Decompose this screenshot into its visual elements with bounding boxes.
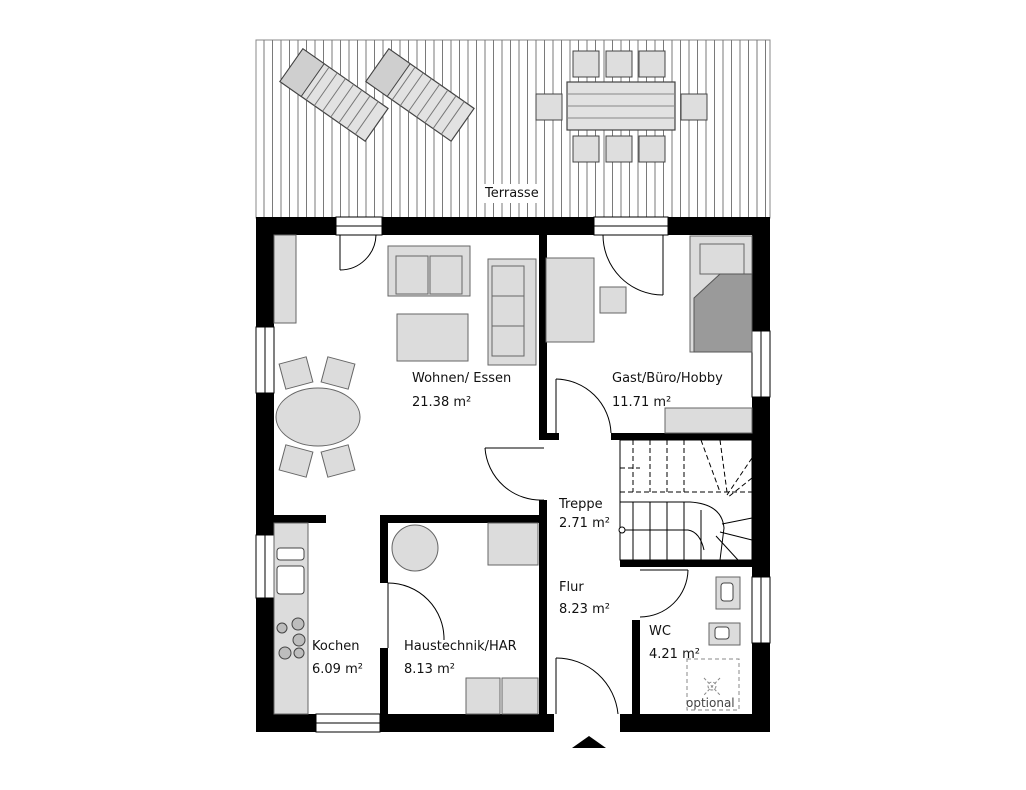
desk: [545, 257, 595, 343]
bed-cover: [693, 273, 753, 353]
desk-chair: [599, 286, 627, 314]
utility-furniture: [391, 522, 539, 715]
coffee-table: [396, 313, 469, 362]
dryer: [501, 677, 539, 715]
terrace-chairs: [535, 50, 708, 163]
wc-name: WC: [649, 624, 671, 639]
wardrobe: [664, 407, 753, 434]
living-furniture: [273, 234, 537, 478]
sun-lounger: [365, 47, 475, 143]
guest-name: Gast/Büro/Hobby: [612, 371, 723, 386]
dining-chairs: [278, 356, 356, 478]
terrace-table: [566, 81, 676, 131]
kitchen-area: 6.09 m²: [312, 662, 363, 677]
armchair-sofa: [487, 258, 537, 366]
utility-name: Haustechnik/HAR: [404, 639, 517, 654]
guest-furniture: [545, 235, 753, 434]
exterior-walls: [256, 217, 770, 732]
entrance-arrow-icon: [572, 736, 606, 748]
shower-icon: [703, 677, 721, 696]
tank: [487, 522, 539, 566]
wc-fixtures: [686, 576, 741, 711]
terrace: Terrasse: [255, 39, 771, 219]
sink-icon: [276, 547, 305, 595]
hall-area: 8.23 m²: [559, 602, 610, 617]
stairs-area: 2.71 m²: [559, 516, 610, 531]
wc-area: 4.21 m²: [649, 647, 700, 662]
living-name: Wohnen/ Essen: [412, 371, 511, 386]
guest-area: 11.71 m²: [612, 395, 671, 410]
cooktop-icon: [276, 617, 306, 660]
utility-area: 8.13 m²: [404, 662, 455, 677]
living-area: 21.38 m²: [412, 395, 471, 410]
sofa: [387, 245, 471, 297]
interior-walls: [274, 235, 752, 714]
terrace-label-bg: [480, 184, 543, 203]
stairs-name: Treppe: [558, 497, 603, 512]
doors: [339, 234, 689, 715]
room-labels: Wohnen/ Essen 21.38 m² Gast/Büro/Hobby 1…: [312, 371, 735, 710]
dining-table: [275, 387, 361, 447]
staircase: [618, 439, 753, 561]
kitchen-units: [273, 522, 309, 715]
wc-optional-note: optional: [686, 696, 735, 710]
terrace-label: Terrasse: [484, 186, 539, 201]
washing-machine: [465, 677, 501, 715]
kitchen-name: Kochen: [312, 639, 359, 654]
windows: [255, 216, 771, 733]
sun-lounger: [279, 47, 389, 143]
hall-name: Flur: [559, 580, 584, 595]
boiler: [391, 524, 439, 572]
